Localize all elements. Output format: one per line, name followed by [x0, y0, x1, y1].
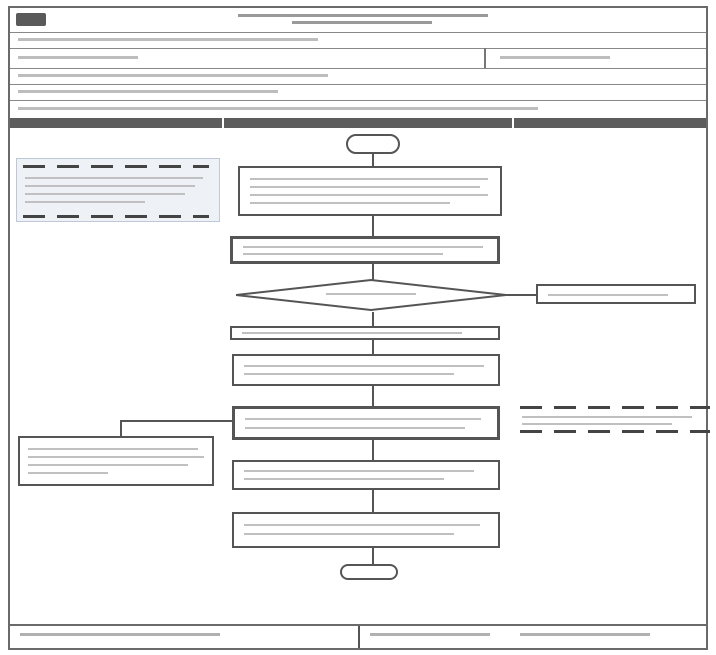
side-box-left [18, 436, 214, 486]
end-terminal [340, 564, 398, 580]
logo [16, 13, 46, 26]
header-row-c [10, 68, 706, 85]
decision-diamond [236, 278, 506, 312]
footer [10, 624, 706, 648]
left-branch [120, 420, 232, 422]
side-box-right [536, 284, 696, 304]
step-box-6 [232, 460, 500, 490]
note-panel-left [16, 158, 220, 222]
header-row-a [10, 32, 706, 49]
header-row-b [10, 48, 706, 69]
footer-right [520, 633, 650, 636]
step-box-5 [232, 406, 500, 440]
start-terminal [346, 134, 400, 154]
title-row [10, 8, 706, 33]
section-band [10, 118, 706, 128]
step-box-1 [238, 166, 502, 216]
document-frame [8, 6, 710, 650]
footer-middle [370, 633, 490, 636]
header-row-d [10, 84, 706, 101]
step-box-7 [232, 512, 500, 548]
page-title-line-1 [238, 14, 488, 17]
step-box-2 [230, 236, 500, 264]
header-row-e [10, 100, 706, 119]
footer-left [20, 633, 220, 636]
decision-branch [506, 294, 536, 296]
step-box-4 [232, 354, 500, 386]
step-box-3 [230, 326, 500, 340]
page-title-line-2 [292, 21, 432, 24]
